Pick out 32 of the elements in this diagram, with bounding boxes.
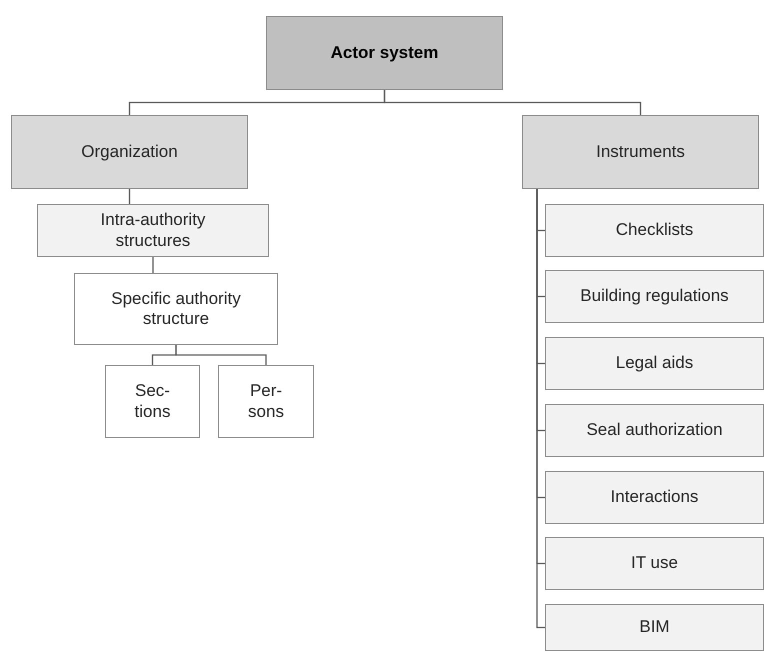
category-box	[105, 365, 200, 438]
node-label: Actor system	[330, 42, 438, 64]
connector-line	[128, 189, 130, 204]
node-label: Sec- tions	[134, 381, 172, 422]
connector-line	[175, 345, 267, 365]
node-label: Interactions	[610, 487, 698, 508]
node-label: IT use	[631, 553, 678, 574]
category-box	[545, 270, 764, 323]
node-label: Specific authority structure	[110, 288, 242, 330]
connector-line	[384, 90, 642, 115]
node-label: Per- sons	[247, 381, 285, 422]
category-box	[545, 204, 764, 257]
node-label: Seal authorization	[586, 420, 723, 441]
category-box	[545, 537, 764, 590]
node-label: Checklists	[616, 220, 694, 241]
category-box	[74, 273, 278, 345]
category-box	[545, 471, 764, 524]
root-box	[266, 16, 503, 90]
node-label: Legal aids	[616, 353, 694, 374]
category-box	[545, 604, 764, 651]
node-label: Organization	[81, 142, 178, 162]
node-label: Building regulations	[580, 286, 729, 307]
category-box	[522, 115, 759, 189]
node-label: Intra-authority structures	[100, 210, 206, 251]
category-box	[545, 404, 764, 457]
connector-line	[152, 257, 154, 273]
node-label: Instruments	[596, 142, 685, 162]
node-label: BIM	[639, 617, 670, 638]
category-box	[37, 204, 269, 257]
category-box	[218, 365, 314, 438]
category-box	[11, 115, 248, 189]
category-box	[545, 337, 764, 390]
